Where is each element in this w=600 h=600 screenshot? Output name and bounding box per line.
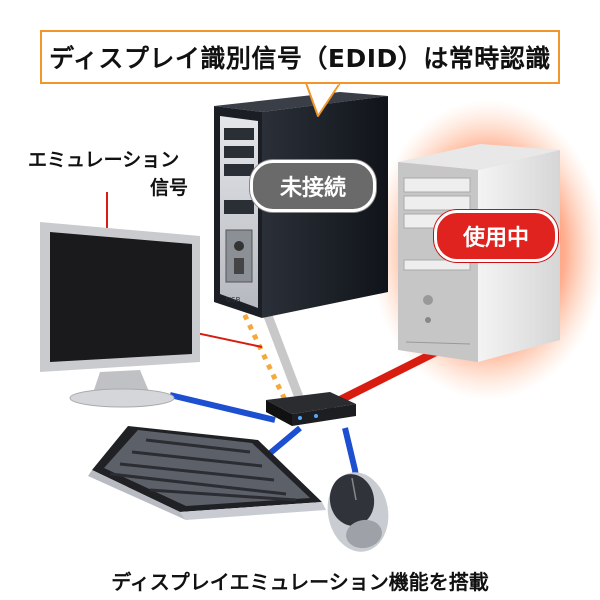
footer-caption: ディスプレイエミュレーション機能を搭載 xyxy=(111,570,489,594)
lcd-monitor-icon xyxy=(40,222,200,408)
emulation-label-line2: 信号 xyxy=(149,177,188,199)
emulation-label-line1: エミュレーション xyxy=(28,149,180,171)
badge-disconnected: 未接続 xyxy=(250,160,376,212)
callout-text: ディスプレイ識別信号（EDID）は常時認識 xyxy=(49,44,551,73)
badge-in-use: 使用中 xyxy=(434,210,558,262)
svg-text:USB: USB xyxy=(226,296,241,304)
emulation-signal-label: エミュレーション 信号 xyxy=(28,146,218,202)
cable-blue-monitor xyxy=(169,392,276,423)
kvm-switch-icon xyxy=(266,392,356,426)
edid-callout: ディスプレイ識別信号（EDID）は常時認識 xyxy=(40,30,560,84)
keyboard-icon xyxy=(88,426,326,520)
mouse-icon xyxy=(327,472,389,552)
